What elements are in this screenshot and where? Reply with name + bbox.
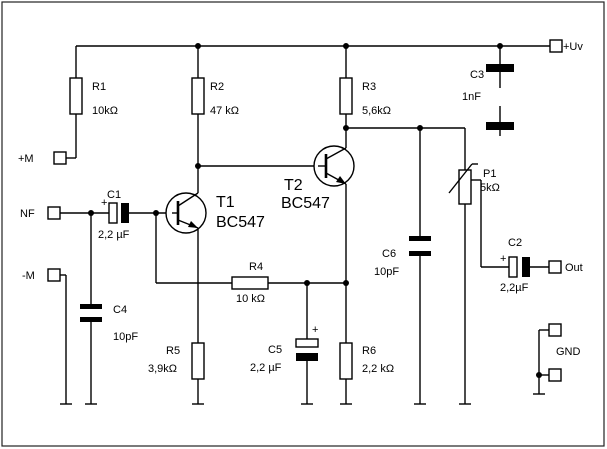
- t1-type: BC547: [216, 214, 265, 231]
- resistor-r6: R6 2,2 kΩ: [339, 342, 394, 380]
- capacitor-c5: + C5 2,2 µF: [250, 324, 319, 374]
- c4-value: 10pF: [113, 331, 138, 343]
- r6-value: 2,2 kΩ: [362, 363, 394, 375]
- r4-name: R4: [249, 261, 263, 273]
- c1-plus-mark: +: [101, 197, 107, 209]
- terminal-minus-m-label: -M: [22, 270, 35, 282]
- r3-name: R3: [362, 81, 376, 93]
- c2-name: C2: [508, 237, 522, 249]
- transistor-t2: T2 BC547: [281, 145, 355, 212]
- t2-type: BC547: [281, 195, 330, 212]
- terminal-uv: +Uv: [549, 39, 583, 53]
- terminal-plus-m: +M: [18, 151, 67, 165]
- resistor-r4: R4 10 kΩ: [231, 261, 269, 305]
- r2-name: R2: [210, 81, 224, 93]
- c6-name: C6: [382, 248, 396, 260]
- ground-stubs: [60, 393, 545, 405]
- r4-value: 10 kΩ: [236, 293, 265, 305]
- junction-dots: [88, 43, 542, 378]
- transistor-t1: T1 BC547: [165, 192, 265, 234]
- potentiometer-p1: P1 5kΩ: [448, 163, 500, 205]
- terminal-uv-label: +Uv: [563, 41, 583, 53]
- capacitor-c4: C4 10pF: [80, 304, 138, 343]
- terminal-out: Out: [548, 260, 583, 274]
- terminal-out-label: Out: [565, 262, 583, 274]
- c4-name: C4: [113, 304, 127, 316]
- p1-value: 5kΩ: [480, 182, 500, 194]
- capacitor-c6: C6 10pF: [374, 236, 431, 278]
- capacitor-c2: + C2 2,2µF: [500, 237, 530, 294]
- c3-name: C3: [470, 69, 484, 81]
- terminal-gnd-label: GND: [556, 346, 581, 358]
- resistor-r2: R2 47 kΩ: [191, 77, 239, 117]
- r5-value: 3,9kΩ: [148, 363, 177, 375]
- c2-plus-mark: +: [500, 253, 506, 265]
- c3-value: 1nF: [462, 91, 481, 103]
- t1-name: T1: [216, 194, 235, 211]
- r1-name: R1: [92, 81, 106, 93]
- resistor-r1: R1 10kΩ: [69, 77, 118, 117]
- c1-name: C1: [107, 189, 121, 201]
- resistor-r3: R3 5,6kΩ: [339, 77, 391, 117]
- c2-value: 2,2µF: [500, 282, 529, 294]
- terminal-nf: NF: [20, 206, 61, 220]
- r6-name: R6: [362, 345, 376, 357]
- r3-value: 5,6kΩ: [362, 105, 391, 117]
- c5-value: 2,2 µF: [250, 362, 282, 374]
- capacitor-c1: + C1 2,2 µF: [98, 189, 130, 241]
- t2-name: T2: [284, 177, 303, 194]
- terminal-gnd: GND: [548, 323, 581, 382]
- p1-name: P1: [483, 168, 496, 180]
- r5-name: R5: [166, 345, 180, 357]
- terminal-minus-m: -M: [22, 268, 61, 282]
- r2-value: 47 kΩ: [210, 105, 239, 117]
- r1-value: 10kΩ: [92, 105, 118, 117]
- c1-value: 2,2 µF: [98, 229, 130, 241]
- c5-name: C5: [268, 344, 282, 356]
- terminal-plus-m-label: +M: [18, 153, 34, 165]
- c6-value: 10pF: [374, 266, 399, 278]
- terminal-nf-label: NF: [20, 208, 35, 220]
- resistor-r5: R5 3,9kΩ: [148, 342, 205, 380]
- capacitor-c3: C3 1nF: [462, 64, 514, 130]
- c5-plus-mark: +: [312, 324, 318, 336]
